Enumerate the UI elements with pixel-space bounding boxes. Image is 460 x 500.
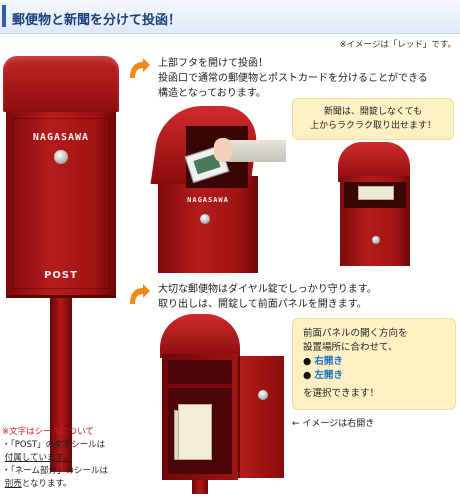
bullet-icon: ● bbox=[303, 370, 312, 381]
dial-lock-icon bbox=[54, 150, 68, 164]
newspaper-image bbox=[358, 186, 394, 200]
arm-image bbox=[222, 140, 286, 162]
postbox-image-insert: NAGASAWA bbox=[150, 98, 286, 273]
section2-caption: 大切な郵便物はダイヤル錠でしっかり守ります。 取り出しは、開錠して前面パネルを開… bbox=[158, 282, 377, 312]
postbox-body bbox=[340, 176, 410, 266]
image-color-note: ※イメージは「レッド」です。 bbox=[339, 40, 456, 50]
postbox-body bbox=[162, 354, 238, 480]
section1-caption: 上部フタを開けて投函！ 投函口で通常の郵便物とポストカードを分けることができる … bbox=[158, 56, 428, 101]
sticker-note-line: ・「POST」の文字シールは bbox=[2, 440, 106, 450]
caption-line: 投函口で通常の郵便物とポストカードを分けることができる bbox=[158, 73, 428, 84]
door-direction-callout: 前面パネルの開く方向を 設置場所に合わせて、 ● 右開き ● 左開き を選択でき… bbox=[292, 318, 456, 410]
caption-line: 上部フタを開けて投函！ bbox=[158, 58, 268, 69]
postbox-lid bbox=[3, 56, 119, 112]
section-header: 郵便物と新聞を分けて投函！ bbox=[0, 0, 460, 34]
page-title: 郵便物と新聞を分けて投函！ bbox=[12, 13, 182, 28]
post-label: POST bbox=[44, 270, 78, 281]
postbox-lid bbox=[160, 314, 240, 358]
postbox-body: NAGASAWA bbox=[158, 176, 258, 273]
brand-label: NAGASAWA bbox=[187, 196, 229, 204]
postbox-image-open bbox=[158, 314, 288, 494]
caption-line: 構造となっております。 bbox=[158, 88, 266, 99]
sticker-note: ※文字はシールについて ・「POST」の文字シールは 付属しています。 ・「ネー… bbox=[2, 426, 122, 491]
mail-image bbox=[178, 404, 212, 460]
brand-label: NAGASAWA bbox=[32, 132, 90, 143]
front-panel-door bbox=[238, 356, 284, 478]
dial-lock-icon bbox=[200, 214, 210, 224]
bullet-icon: ● bbox=[303, 356, 312, 367]
right-open-note: ← イメージは右開き bbox=[292, 419, 375, 429]
dial-lock-icon bbox=[372, 236, 380, 244]
postbox-body: NAGASAWA POST bbox=[6, 112, 116, 298]
callout-line: を選択できます！ bbox=[303, 388, 380, 399]
sticker-note-line: 別売となります。 bbox=[4, 479, 72, 489]
option-left-open: ● 左開き bbox=[303, 370, 343, 381]
dial-lock-icon bbox=[258, 390, 268, 400]
curved-arrow-icon bbox=[130, 58, 150, 78]
sticker-note-line: ・「ネーム部分」のシールは bbox=[2, 466, 108, 476]
hand-image bbox=[214, 138, 232, 162]
callout-line: 前面パネルの開く方向を bbox=[303, 328, 408, 339]
callout-line: 設置場所に合わせて、 bbox=[303, 342, 398, 353]
postbox-lid bbox=[338, 142, 410, 182]
sticker-note-heading: ※文字はシールについて bbox=[2, 427, 94, 437]
postbox-front-panel bbox=[12, 118, 110, 289]
postbox-image-newspaper bbox=[336, 142, 412, 266]
callout-line: 新聞は、開錠しなくても bbox=[323, 107, 423, 117]
newspaper-callout: 新聞は、開錠しなくても 上からラクラク取り出せます！ bbox=[292, 98, 454, 140]
callout-line: 上からラクラク取り出せます！ bbox=[309, 121, 436, 131]
sticker-note-line: 付属しています。 bbox=[4, 453, 72, 463]
curved-arrow-icon bbox=[130, 284, 150, 304]
option-right-open: ● 右開き bbox=[303, 356, 343, 367]
header-accent-bar bbox=[2, 5, 6, 27]
postbox-pole bbox=[192, 480, 208, 494]
postbox-shelf bbox=[168, 384, 232, 388]
postbox-image-main: NAGASAWA POST bbox=[0, 46, 120, 496]
caption-line: 大切な郵便物はダイヤル錠でしっかり守ります。 bbox=[158, 284, 377, 295]
postbox-pole bbox=[50, 298, 72, 472]
caption-line: 取り出しは、開錠して前面パネルを開きます。 bbox=[158, 299, 367, 310]
